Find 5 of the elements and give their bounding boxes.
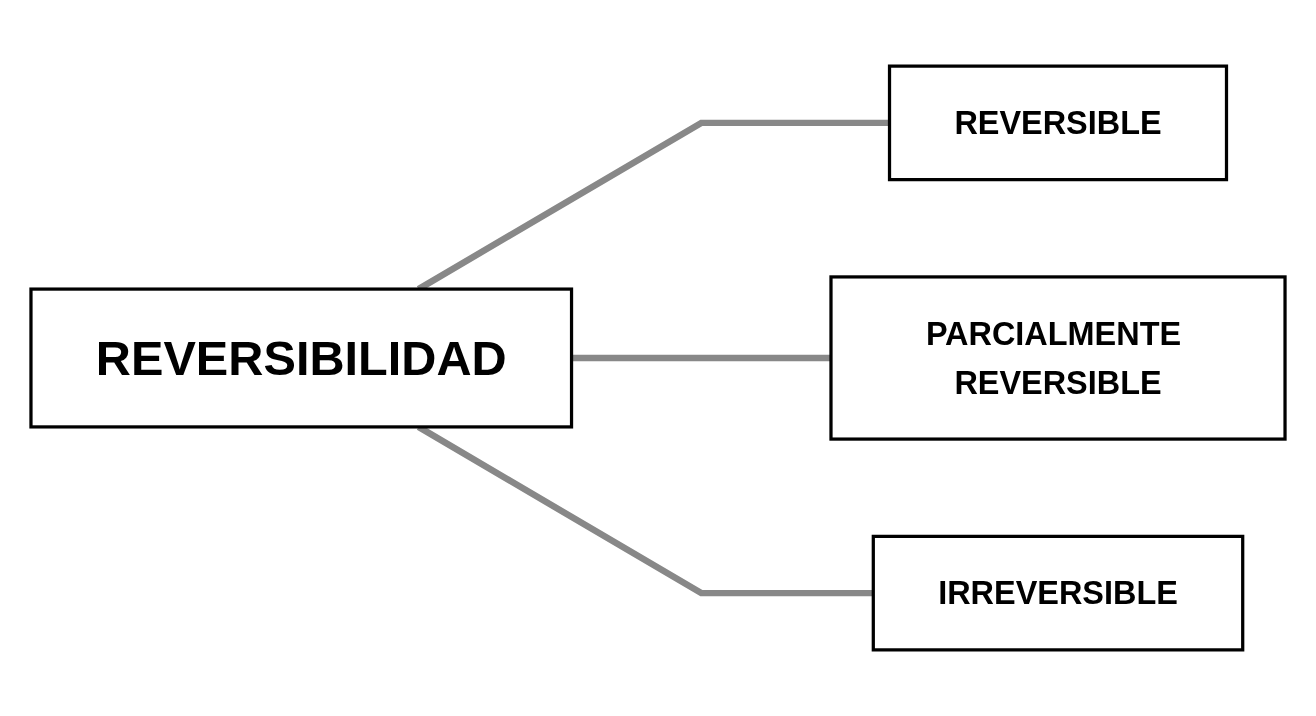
node-box: REVERSIBLE (887, 64, 1229, 182)
node-box: REVERSIBILIDAD (29, 287, 574, 429)
node-box: IRREVERSIBLE (871, 534, 1245, 652)
node-box: PARCIALMENTE REVERSIBLE (829, 275, 1287, 441)
connector (571, 354, 831, 362)
